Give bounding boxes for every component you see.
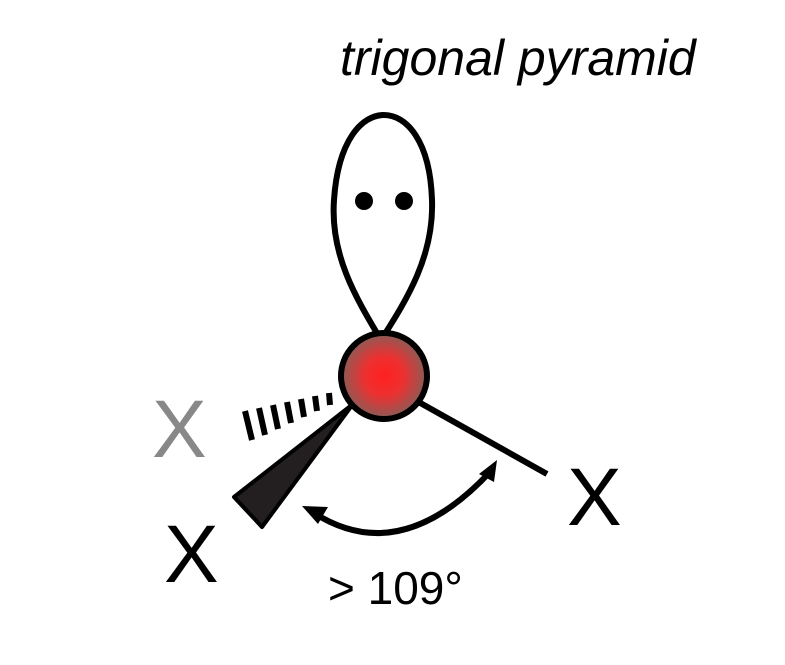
lone-pair-electron <box>395 192 413 210</box>
wedge-bond <box>232 402 355 529</box>
lone-pair-lobe <box>330 112 436 343</box>
substituent-label-right: X <box>567 452 622 543</box>
diagram-title: trigonal pyramid <box>340 30 698 86</box>
angle-arc <box>312 469 493 536</box>
substituent-label-wedge: X <box>164 509 219 600</box>
angle-arrowhead-right <box>479 460 497 482</box>
plain-bond <box>413 397 549 477</box>
substituent-label-behind: X <box>152 384 207 475</box>
hashed-bond <box>242 392 333 441</box>
lone-pair-electron <box>355 192 373 210</box>
central-atom <box>338 330 430 422</box>
bond-angle-label: > 109° <box>328 562 463 614</box>
angle-arrowhead-left <box>302 506 328 524</box>
